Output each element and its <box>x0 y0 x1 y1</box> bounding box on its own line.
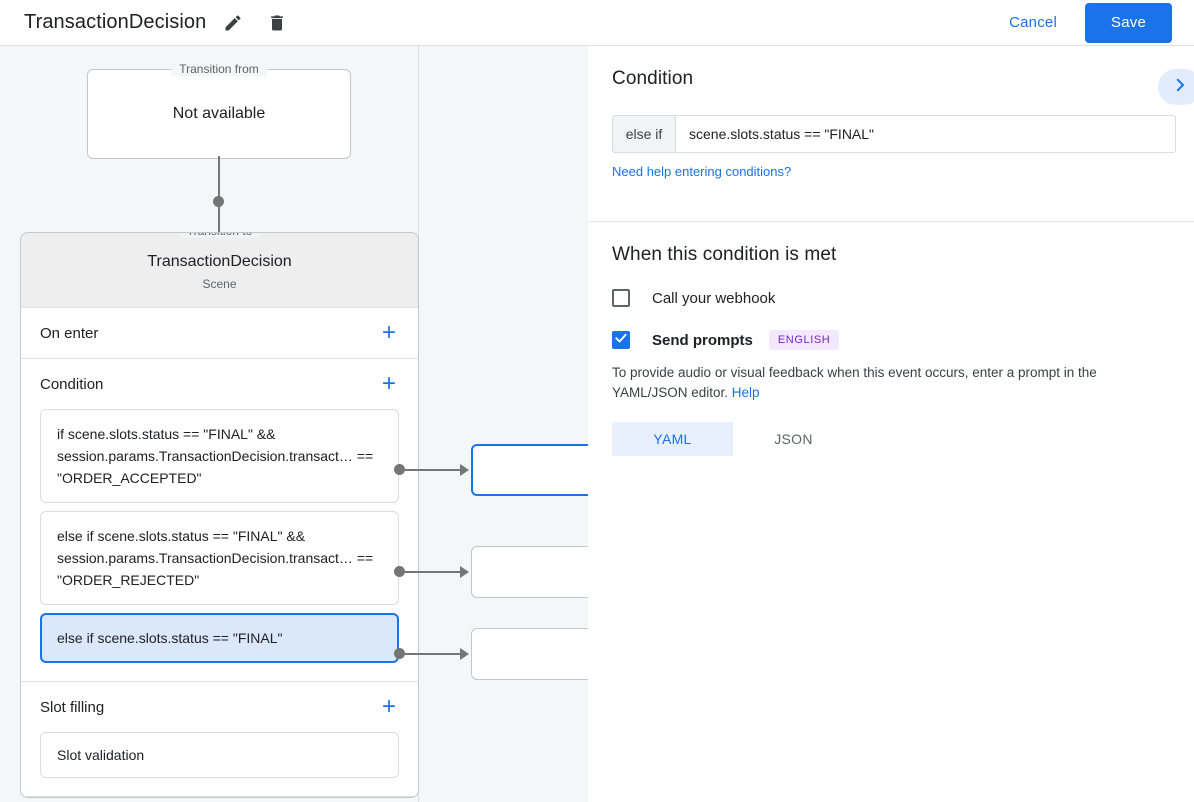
transition-from-box[interactable]: Transition from Not available <box>87 62 351 159</box>
connector-dot <box>394 648 405 659</box>
condition-card-selected[interactable]: else if scene.slots.status == "FINAL" <box>40 613 399 663</box>
condition-card[interactable]: if scene.slots.status == "FINAL" && sess… <box>40 409 399 503</box>
connector-arrow <box>460 464 469 476</box>
save-button[interactable]: Save <box>1085 2 1172 43</box>
delete-button[interactable] <box>260 6 294 40</box>
add-condition-button[interactable]: + <box>381 370 396 397</box>
top-bar: TransactionDecision Cancel Save <box>0 0 1194 46</box>
panel-divider <box>588 221 1194 222</box>
connector-line <box>400 571 462 573</box>
slot-filling-list: Slot validation <box>21 732 418 796</box>
section-title-on-enter: On enter <box>40 324 99 342</box>
flow-canvas[interactable]: Transition from Not available Transition… <box>0 46 588 802</box>
section-header-on-enter: On enter + <box>21 308 418 358</box>
scene-card-header[interactable]: Transition to TransactionDecision Scene <box>21 233 418 308</box>
condition-heading: Condition <box>612 68 694 89</box>
tab-yaml[interactable]: YAML <box>612 422 733 456</box>
details-panel: Condition else if Need help entering con… <box>588 46 1194 802</box>
target-box[interactable] <box>471 546 588 598</box>
scene-name: TransactionDecision <box>147 253 292 270</box>
send-prompts-checkbox[interactable] <box>612 331 630 349</box>
when-condition-met-section: When this condition is met Call your web… <box>588 222 1194 456</box>
collapse-panel-button[interactable] <box>1158 69 1194 105</box>
prompts-hint-text: To provide audio or visual feedback when… <box>612 365 1097 400</box>
chevron-right-icon <box>1171 76 1189 99</box>
transition-arrow-dot <box>213 196 224 207</box>
help-link[interactable]: Help <box>731 385 760 400</box>
transition-from-value: Not available <box>172 105 266 122</box>
transition-from-legend: Transition from <box>171 62 267 76</box>
transition-arrow-line <box>218 156 220 261</box>
condition-prefix-label: else if <box>613 116 676 152</box>
editor-format-tabs: YAML JSON <box>612 422 1170 456</box>
cancel-button[interactable]: Cancel <box>995 6 1071 39</box>
when-condition-met-heading: When this condition is met <box>612 244 837 265</box>
checkmark-icon <box>614 331 628 350</box>
section-condition: Condition + if scene.slots.status == "FI… <box>21 359 418 682</box>
section-slot-filling: Slot filling + Slot validation <box>21 682 418 797</box>
call-webhook-label: Call your webhook <box>652 289 776 307</box>
tab-json[interactable]: JSON <box>774 431 813 447</box>
prompts-hint: To provide audio or visual feedback when… <box>612 363 1172 403</box>
send-prompts-row[interactable]: Send prompts ENGLISH <box>612 330 1170 350</box>
webhook-row[interactable]: Call your webhook <box>612 289 1170 307</box>
target-box[interactable] <box>471 444 588 496</box>
send-prompts-label: Send prompts <box>652 331 753 349</box>
section-title-slot-filling: Slot filling <box>40 698 105 716</box>
scene-card: Transition to TransactionDecision Scene … <box>20 232 419 798</box>
edit-button[interactable] <box>216 6 250 40</box>
slot-validation-card[interactable]: Slot validation <box>40 732 399 778</box>
pencil-icon <box>223 13 243 33</box>
section-header-slot-filling: Slot filling + <box>21 682 418 732</box>
connector-line <box>400 469 462 471</box>
need-help-conditions-link[interactable]: Need help entering conditions? <box>612 164 792 179</box>
condition-expression-input[interactable] <box>676 116 1175 152</box>
condition-list: if scene.slots.status == "FINAL" && sess… <box>21 409 418 681</box>
call-webhook-checkbox[interactable] <box>612 289 630 307</box>
language-badge: ENGLISH <box>768 330 840 350</box>
connector-arrow <box>460 648 469 660</box>
connector-dot <box>394 464 405 475</box>
scene-type: Scene <box>202 277 237 291</box>
add-slot-filling-button[interactable]: + <box>381 693 396 720</box>
section-on-enter: On enter + <box>21 308 418 359</box>
page-title: TransactionDecision <box>24 11 207 33</box>
add-on-enter-button[interactable]: + <box>381 319 396 346</box>
section-header-condition: Condition + <box>21 359 418 409</box>
condition-card[interactable]: else if scene.slots.status == "FINAL" &&… <box>40 511 399 605</box>
transition-to-legend: Transition to <box>178 233 261 238</box>
condition-section: Condition else if Need help entering con… <box>588 46 1194 221</box>
trash-icon <box>267 13 287 33</box>
condition-input-row[interactable]: else if <box>612 115 1176 153</box>
target-box[interactable] <box>471 628 588 680</box>
connector-arrow <box>460 566 469 578</box>
connector-line <box>400 653 462 655</box>
section-title-condition: Condition <box>40 375 104 393</box>
connector-dot <box>394 566 405 577</box>
